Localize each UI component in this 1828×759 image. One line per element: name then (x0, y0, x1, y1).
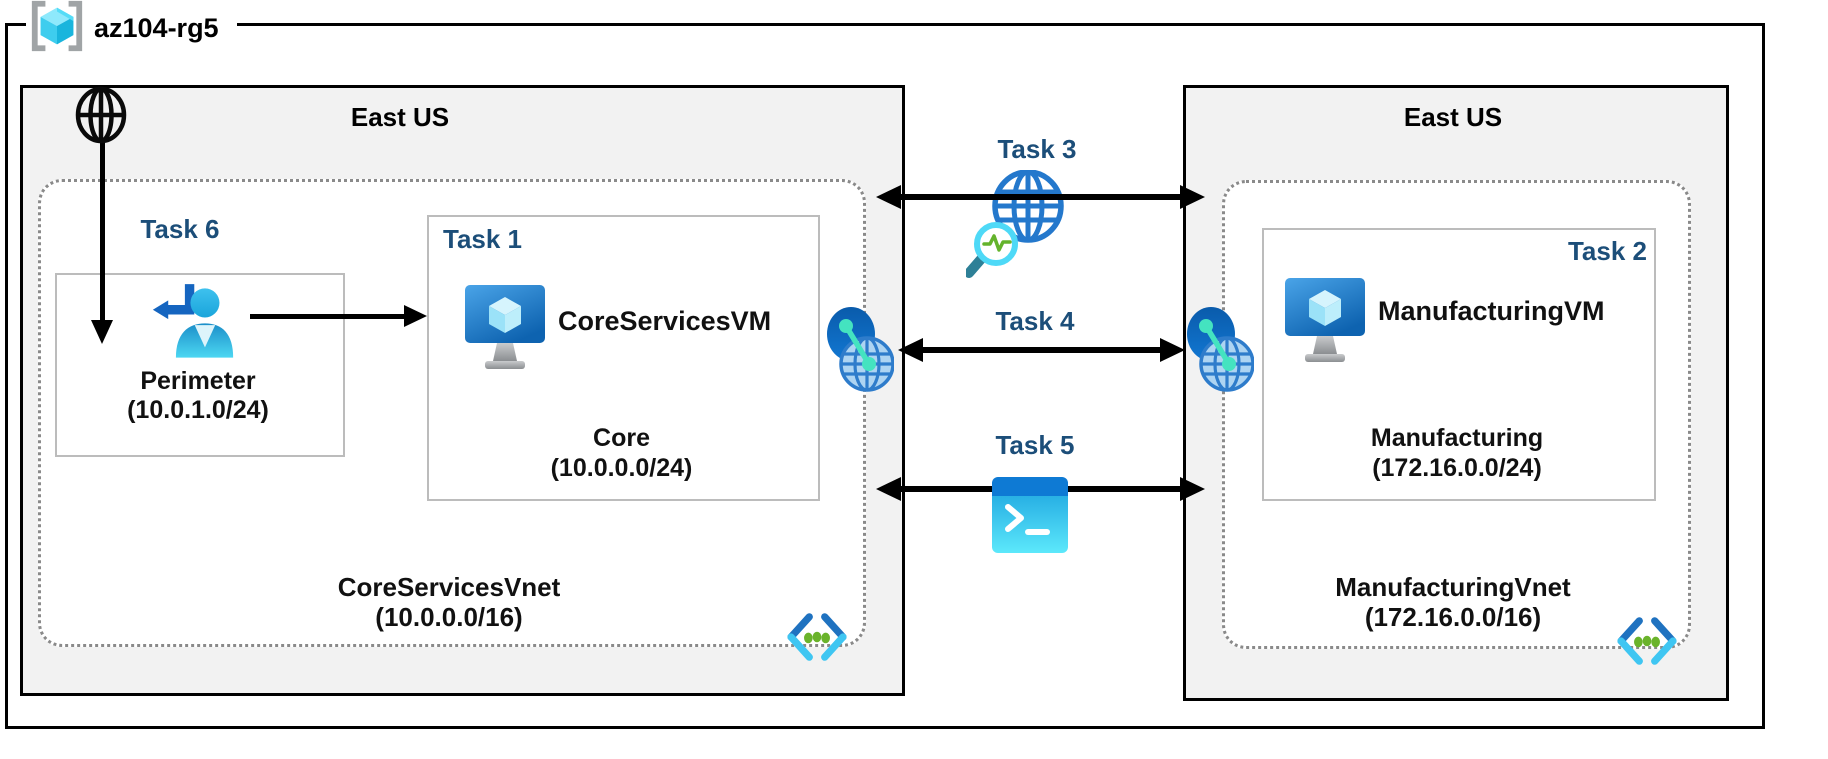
core-services-vnet-cidr: (10.0.0.0/16) (375, 602, 523, 632)
task4-arrow-line (920, 347, 1163, 353)
task4-label: Task 4 (995, 306, 1075, 336)
internet-globe-icon (74, 86, 128, 149)
task5-arrowhead-right (1180, 477, 1205, 501)
right-subnet-icon (1616, 616, 1678, 671)
manufacturing-vnet-name: ManufacturingVnet (1335, 572, 1571, 602)
resource-group-name: az104-rg5 (94, 12, 219, 43)
right-region-title: East US (1403, 102, 1503, 132)
perimeter-to-vm-arrowhead (404, 305, 427, 327)
network-watcher-icon (964, 169, 1066, 287)
core-services-vm-icon (463, 283, 547, 384)
core-subnet-name: Core (593, 424, 650, 452)
task2-label: Task 2 (1567, 236, 1647, 266)
task3-arrow-line (900, 194, 1181, 200)
manufacturing-vnet-cidr: (172.16.0.0/16) (1364, 602, 1542, 632)
right-peering-icon (1186, 306, 1255, 401)
resource-group-frame (5, 23, 1765, 729)
task2-box (1262, 228, 1656, 501)
task3-arrowhead-right (1180, 185, 1205, 209)
manufacturing-subnet-name: Manufacturing (1370, 424, 1544, 452)
core-subnet-cidr: (10.0.0.0/24) (550, 454, 693, 482)
resource-group-label: az104-rg5 (26, 0, 237, 56)
perimeter-subnet-cidr: (10.0.1.0/24) (127, 396, 269, 424)
task4-arrowhead-right (1160, 338, 1185, 362)
task6-label: Task 6 (140, 214, 220, 244)
perimeter-subnet-name: Perimeter (140, 367, 256, 395)
task3-arrowhead-left (876, 185, 901, 209)
manufacturing-vm-icon (1283, 276, 1367, 377)
task4-arrowhead-left (898, 338, 923, 362)
left-peering-icon (826, 306, 895, 401)
left-region-title: East US (350, 102, 450, 132)
task5-label: Task 5 (995, 430, 1075, 460)
core-services-vnet-name: CoreServicesVnet (337, 572, 561, 602)
task1-box (427, 215, 820, 501)
left-subnet-icon (786, 612, 848, 667)
internet-to-perimeter-arrowhead (91, 320, 113, 344)
core-services-vm-name: CoreServicesVM (558, 306, 772, 336)
cloud-shell-icon (992, 477, 1068, 558)
manufacturing-subnet-cidr: (172.16.0.0/24) (1372, 454, 1542, 482)
perimeter-to-vm-arrow-line (250, 314, 408, 319)
task3-label: Task 3 (997, 134, 1077, 164)
resource-group-icon (28, 0, 86, 58)
task1-label: Task 1 (443, 224, 523, 254)
internet-to-perimeter-arrow-line (100, 142, 105, 322)
task5-arrowhead-left (876, 477, 901, 501)
manufacturing-vm-name: ManufacturingVM (1378, 296, 1605, 326)
perimeter-user-icon (150, 279, 236, 366)
